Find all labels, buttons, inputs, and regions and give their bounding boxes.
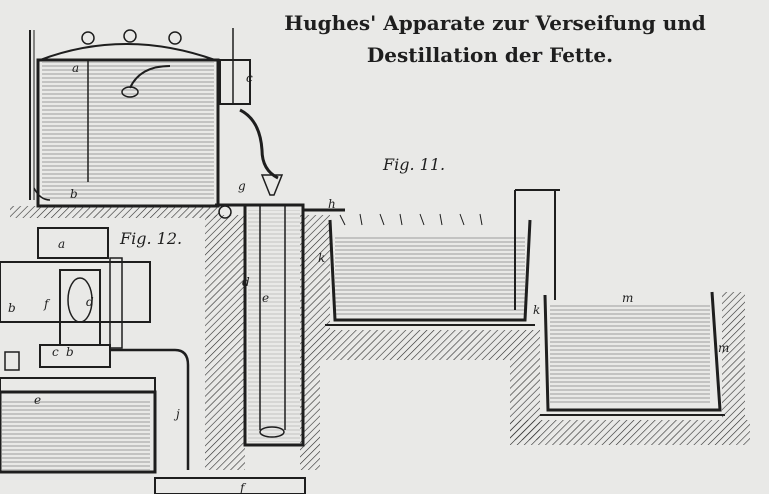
tank-m <box>540 291 725 416</box>
label-h: h <box>328 197 336 211</box>
tank-wall-hatching <box>722 292 745 420</box>
label-m: m <box>622 291 633 305</box>
label-d-2: d <box>86 295 94 309</box>
plate-title-line1: Hughes' Apparate zur Verseifung und <box>284 11 706 35</box>
label-e-2: e <box>34 393 41 407</box>
tank-base-hatching <box>510 420 750 445</box>
label-a-2: a <box>58 237 65 251</box>
label-a: a <box>72 61 79 75</box>
label-b: b <box>70 187 78 201</box>
right-pier-hatching <box>300 215 330 470</box>
fig-12-caption: Fig. 12. <box>119 229 182 248</box>
label-e: e <box>262 291 269 305</box>
ground-hatching <box>320 330 540 440</box>
label-g: g <box>238 179 246 193</box>
trough-k <box>325 189 560 326</box>
label-b-3: b <box>66 345 74 359</box>
tall-column-d-e <box>215 174 305 447</box>
label-f-2: f <box>239 481 247 494</box>
fig-12-apparatus <box>0 227 306 494</box>
fig-11-caption: Fig. 11. <box>382 155 445 174</box>
label-c: c <box>246 71 253 85</box>
label-j: j <box>173 407 180 421</box>
upper-shelf <box>10 206 220 218</box>
label-f: f <box>43 297 51 311</box>
label-d: d <box>242 275 250 289</box>
label-b-2: b <box>8 301 16 315</box>
upper-vessel-a <box>29 29 220 208</box>
label-k: k <box>318 251 325 265</box>
label-c-2: c <box>52 345 59 359</box>
label-m-2: m <box>718 341 729 355</box>
left-pier-hatching <box>205 215 245 470</box>
condenser-c <box>219 28 279 180</box>
label-k-2: k <box>533 303 540 317</box>
plate-title-line2: Destillation der Fette. <box>367 43 613 67</box>
